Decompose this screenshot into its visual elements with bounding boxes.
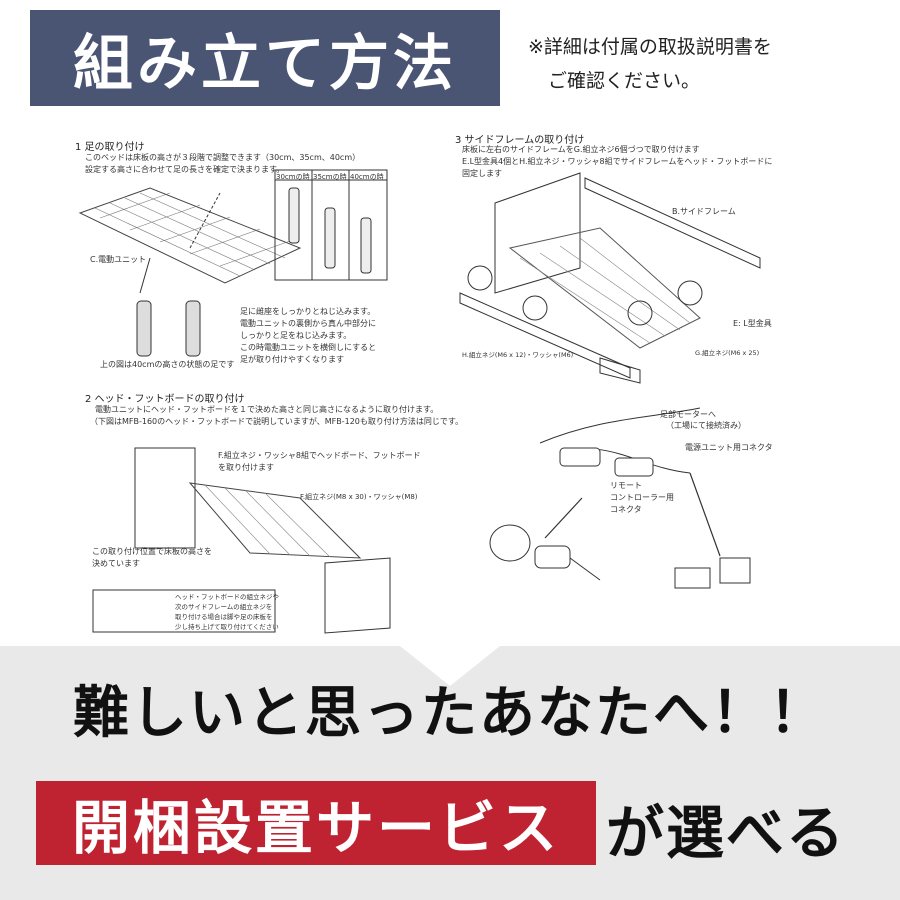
step1-instr4: この時電動ユニットを横倒しにすると (240, 343, 377, 352)
step1-instr2: 電動ユニットの裏側から真ん中部分に (240, 319, 376, 328)
power-label: 電源ユニット用コネクタ (685, 443, 773, 452)
step2-line1: 電動ユニットにヘッド・フットボードを１で決めた高さと同じ高さになるように取り付け… (95, 405, 439, 414)
step2-screw-label: F.組立ネジ(M8 x 30)・ワッシャ(M8) (300, 493, 418, 501)
remote-label1: リモート (610, 481, 642, 490)
step2-instr1: F.組立ネジ・ワッシャ8組でヘッドボード、フットボード (218, 451, 421, 460)
manual-note: ※詳細は付属の取扱説明書を ご確認ください。 (528, 30, 772, 98)
motor-label2: （工場にて接続済み） (666, 421, 746, 430)
screw-g-label: G.組立ネジ(M6 x 25) (695, 349, 760, 357)
note-line-2: ご確認ください。 (548, 70, 701, 92)
unit-label: C.電動ユニット (90, 255, 147, 264)
step1-title: 1 足の取り付け (75, 142, 145, 153)
legs-header-35: 35cmの時 (313, 173, 347, 181)
assembly-manual-image: 1 足の取り付け このベッドは床板の高さが３段階で調整できます（30cm、35c… (0, 118, 900, 638)
step2-box4: 少し持ち上げて取り付けてください (175, 623, 279, 631)
remote-label3: コネクタ (610, 505, 642, 514)
frame-label: B.サイドフレーム (672, 207, 736, 216)
connector-drawing (489, 407, 751, 589)
step1-instr5: 足が取り付けやすくなります (240, 355, 344, 364)
step1-line2: 設定する高さに合わせて足の長さを確定で決まります。 (85, 165, 285, 174)
step2-title: 2 ヘッド・フットボードの取り付け (85, 394, 245, 405)
step1-bed-base-drawing (78, 187, 302, 294)
step3-title: 3 サイドフレームの取り付け (455, 135, 585, 146)
legs-header-30: 30cmの時 (276, 173, 310, 181)
service-label: 開梱設置サービス (36, 781, 596, 865)
step1-legs-drawing (136, 300, 201, 357)
step3-line1: 床板に左右のサイドフレームをG.組立ネジ6個づつで取り付けます (462, 145, 700, 154)
step2-pos-label1: この取り付け位置で床板の高さを (92, 547, 212, 556)
motor-label1: 足部モーターへ (660, 410, 716, 419)
step2-box2: 次のサイドフレームの組立ネジを (175, 603, 273, 611)
step1-line1: このベッドは床板の高さが３段階で調整できます（30cm、35cm、40cm） (85, 153, 361, 162)
step3-line3: 固定します (462, 169, 502, 178)
step1-caption: 上の図は40cmの高さの状態の足です (100, 360, 235, 369)
step1-instr3: しっかりと足をねじ込みます。 (240, 331, 352, 340)
step2-headboard-drawing (92, 447, 391, 634)
step2-box1: ヘッド・フットボードの組立ネジや (175, 593, 279, 601)
step2-pos-label2: 決めています (92, 559, 140, 568)
step3-line2: E.L型金具4個とH.組立ネジ・ワッシャ8組でサイドフレームをヘッド・フットボー… (462, 157, 773, 166)
banner-headline: 難しいと思ったあなたへ！！ (73, 681, 827, 746)
step3-frame-drawing (459, 172, 761, 384)
step1-leg-table (274, 169, 388, 281)
step2-box3: 取り付ける場合は脚や足の床板を (175, 613, 273, 621)
step2-instr2: を取り付けます (218, 463, 274, 472)
page-title: 組み立て方法 (30, 10, 500, 106)
service-tail-text: が選べる (606, 799, 847, 867)
step1-instr1: 足に雌座をしっかりとねじ込みます。 (240, 307, 376, 316)
bracket-label: E: L型金具 (733, 319, 772, 328)
legs-header-40: 40cmの時 (350, 173, 384, 181)
banner-notch (400, 646, 500, 686)
note-line-1: ※詳細は付属の取扱説明書を (528, 36, 772, 58)
screw-h-label: H.組立ネジ(M6 x 12)・ワッシャ(M6) (462, 351, 574, 359)
manual-diagrams (78, 169, 761, 634)
remote-label2: コントローラー用 (610, 493, 674, 502)
step2-line2: （下図はMFB-160のヘッド・フットボードで説明していますが、MFB-120も… (90, 417, 464, 426)
